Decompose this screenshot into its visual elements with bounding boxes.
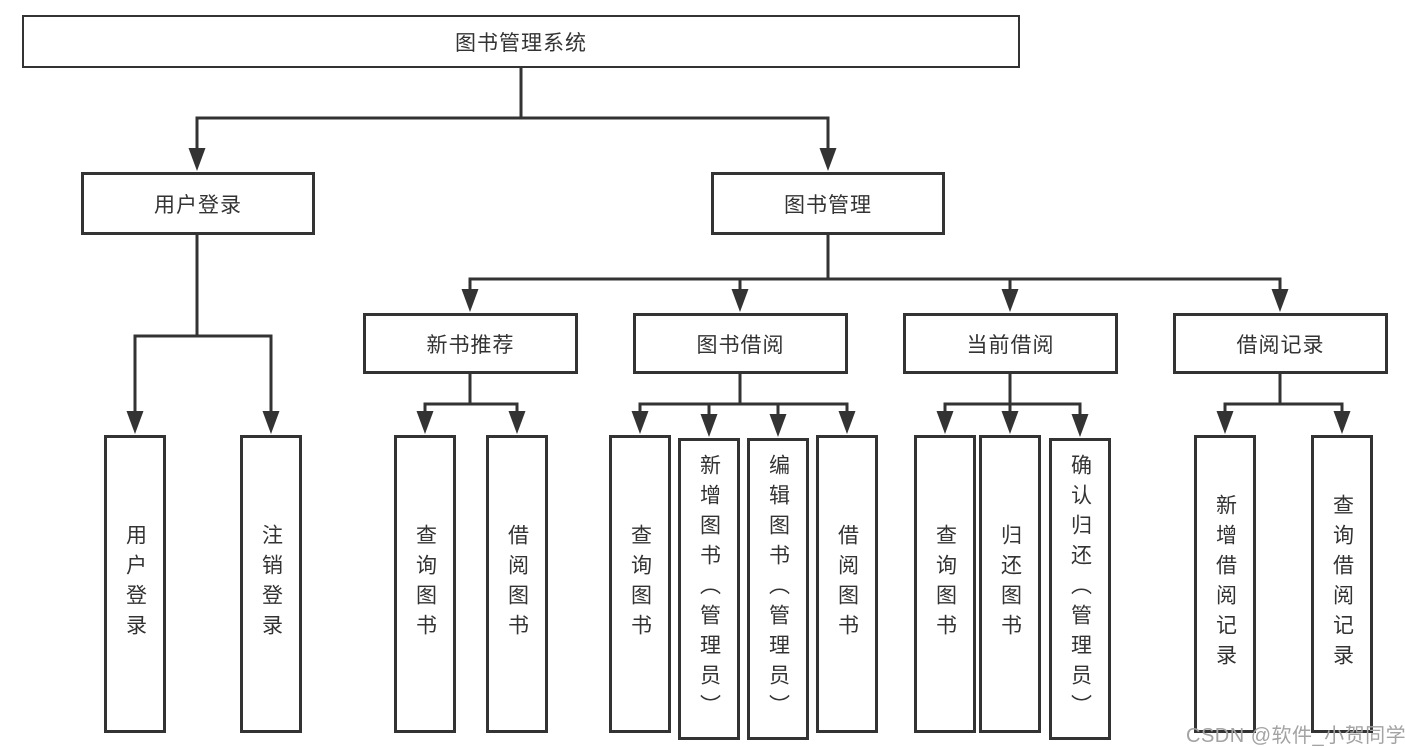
node-label: 当前借阅 <box>966 333 1055 357</box>
leaf-query-books-current: 查询图书 <box>914 435 976 733</box>
leaf-label: 查询图书 <box>933 524 957 644</box>
node-label: 图书借阅 <box>696 333 785 357</box>
leaf-label: 注销登录 <box>259 524 283 644</box>
csdn-watermark: CSDN @软件_小贺同学 <box>1186 725 1405 747</box>
node-label: 图书管理 <box>784 193 872 217</box>
node-label: 用户登录 <box>154 193 242 217</box>
node-library-management-system: 图书管理系统 <box>22 15 1020 68</box>
leaf-label: 归还图书 <box>998 524 1022 644</box>
node-label: 新书推荐 <box>426 333 515 357</box>
leaf-label: 用户登录 <box>123 524 147 644</box>
node-user-login: 用户登录 <box>81 172 315 235</box>
leaf-label: 编辑图书（管理员） <box>766 454 790 724</box>
leaf-return-books: 归还图书 <box>979 435 1041 733</box>
node-new-book-recommend: 新书推荐 <box>363 313 578 374</box>
leaf-add-books-admin: 新增图书（管理员） <box>678 438 740 740</box>
node-label: 借阅记录 <box>1236 333 1325 357</box>
leaf-label: 查询图书 <box>628 524 652 644</box>
node-book-management: 图书管理 <box>711 172 945 235</box>
leaf-add-borrow-record: 新增借阅记录 <box>1194 435 1256 733</box>
leaf-label: 查询图书 <box>413 524 437 644</box>
leaf-label: 新增借阅记录 <box>1213 494 1237 674</box>
node-current-borrow: 当前借阅 <box>903 313 1118 374</box>
leaf-label: 查询借阅记录 <box>1330 494 1354 674</box>
leaf-user-login: 用户登录 <box>104 435 166 733</box>
leaf-label: 新增图书（管理员） <box>697 454 721 724</box>
leaf-label: 借阅图书 <box>505 524 529 644</box>
node-book-borrow: 图书借阅 <box>633 313 848 374</box>
leaf-query-books-borrow: 查询图书 <box>609 435 671 733</box>
node-label: 图书管理系统 <box>455 31 587 55</box>
arrowheads <box>126 148 1351 437</box>
node-borrow-records: 借阅记录 <box>1173 313 1388 374</box>
leaf-borrow-books-recommend: 借阅图书 <box>486 435 548 733</box>
leaf-label: 确认归还（管理员） <box>1068 454 1092 724</box>
leaf-label: 借阅图书 <box>835 524 859 644</box>
leaf-edit-books-admin: 编辑图书（管理员） <box>747 438 809 740</box>
leaf-logout: 注销登录 <box>240 435 302 733</box>
leaf-query-books-recommend: 查询图书 <box>394 435 456 733</box>
leaf-query-borrow-record: 查询借阅记录 <box>1311 435 1373 733</box>
leaf-confirm-return-admin: 确认归还（管理员） <box>1049 438 1111 740</box>
leaf-borrow-books: 借阅图书 <box>816 435 878 733</box>
